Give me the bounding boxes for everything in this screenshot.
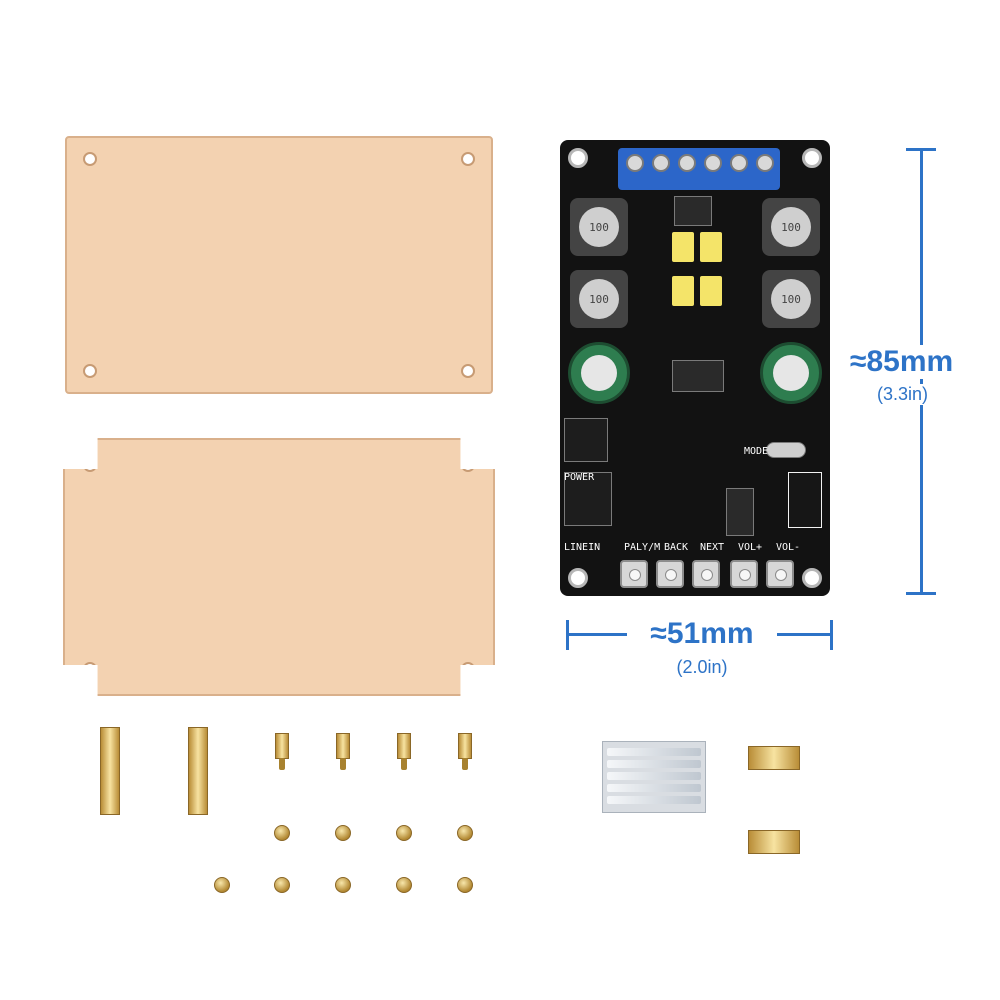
panel-hole — [461, 152, 475, 166]
brass-screw — [457, 877, 473, 893]
panel-hole — [461, 458, 475, 472]
width-dimension-cap-right — [830, 620, 833, 650]
board-mount-hole — [568, 148, 588, 168]
terminal-screw — [730, 154, 748, 172]
panel-hole — [83, 662, 97, 676]
standoff-thread — [401, 758, 407, 770]
terminal-block — [618, 148, 780, 190]
brass-screw — [396, 877, 412, 893]
terminal-screw — [678, 154, 696, 172]
silkscreen-power: POWER — [564, 472, 595, 483]
power-diode — [674, 196, 712, 226]
audio-jack — [564, 472, 612, 526]
next-button[interactable] — [692, 560, 720, 588]
inductor-top-left: 100 — [570, 198, 628, 256]
aluminum-heatsink — [602, 741, 706, 813]
brass-screw — [214, 877, 230, 893]
pcb-antenna — [788, 472, 822, 528]
side-brass-standoff — [748, 746, 800, 770]
height-dimension-sublabel: (3.3in) — [877, 384, 977, 405]
standoff-thread — [462, 758, 468, 770]
panel-hole — [83, 364, 97, 378]
standoff-thread — [340, 758, 346, 770]
film-capacitor — [700, 232, 722, 262]
board-mount-hole — [802, 568, 822, 588]
width-dimension-label: ≈51mm — [627, 617, 777, 651]
terminal-screw — [652, 154, 670, 172]
acrylic-panel-top — [65, 136, 493, 394]
brass-screw — [457, 825, 473, 841]
brass-screw — [335, 825, 351, 841]
width-dimension-sublabel: (2.0in) — [676, 657, 728, 677]
heatsink-fin — [607, 760, 701, 768]
height-dimension-cap-top — [906, 148, 936, 151]
board-mount-hole — [802, 148, 822, 168]
silkscreen-mode: MODE — [744, 446, 769, 457]
long-brass-standoff — [188, 727, 208, 815]
heatsink-fin — [607, 748, 701, 756]
amplifier-board: 100 100 100 100 POWER MODE LINEIN PALY/M… — [560, 140, 830, 596]
brass-screw — [335, 877, 351, 893]
inductor-bottom-left: 100 — [570, 270, 628, 328]
silkscreen-linein: LINEIN — [564, 542, 601, 553]
acrylic-panel-bottom — [63, 438, 495, 696]
inductor-code: 100 — [579, 207, 619, 247]
board-mount-hole — [568, 568, 588, 588]
terminal-screw — [626, 154, 644, 172]
width-dimension-cap-left — [566, 620, 569, 650]
heatsink-fin — [607, 772, 701, 780]
side-brass-standoff — [748, 830, 800, 854]
crystal — [766, 442, 806, 458]
long-brass-standoff — [100, 727, 120, 815]
film-capacitor — [672, 232, 694, 262]
bluetooth-chip — [726, 488, 754, 536]
terminal-screw — [756, 154, 774, 172]
panel-hole — [461, 662, 475, 676]
silkscreen-vol-plus: VOL+ — [738, 542, 763, 553]
inductor-code: 100 — [579, 279, 619, 319]
electrolytic-capacitor-left — [568, 342, 630, 404]
height-dimension-cap-bottom — [906, 592, 936, 595]
panel-hole — [461, 364, 475, 378]
inductor-bottom-right: 100 — [762, 270, 820, 328]
brass-screw — [274, 825, 290, 841]
brass-screw — [274, 877, 290, 893]
dc-jack — [564, 418, 608, 462]
short-brass-standoff — [336, 733, 350, 759]
short-brass-standoff — [458, 733, 472, 759]
brass-screw — [396, 825, 412, 841]
film-capacitor — [700, 276, 722, 306]
standoff-thread — [279, 758, 285, 770]
silkscreen-next: NEXT — [700, 542, 725, 553]
silkscreen-vol-minus: VOL- — [776, 542, 801, 553]
panel-hole — [83, 152, 97, 166]
vol-plus-button[interactable] — [730, 560, 758, 588]
heatsink-fin — [607, 796, 701, 804]
back-button[interactable] — [656, 560, 684, 588]
height-dimension-label: ≈85mm — [850, 345, 1000, 379]
short-brass-standoff — [275, 733, 289, 759]
inductor-code: 100 — [771, 207, 811, 247]
panel-hole — [83, 458, 97, 472]
silkscreen-paly-m: PALY/M — [624, 542, 661, 553]
vol-minus-button[interactable] — [766, 560, 794, 588]
silkscreen-back: BACK — [664, 542, 689, 553]
heatsink-fin — [607, 784, 701, 792]
short-brass-standoff — [397, 733, 411, 759]
film-capacitor — [672, 276, 694, 306]
inductor-code: 100 — [771, 279, 811, 319]
inductor-top-right: 100 — [762, 198, 820, 256]
terminal-screw — [704, 154, 722, 172]
amplifier-chip — [672, 360, 724, 392]
play-button[interactable] — [620, 560, 648, 588]
electrolytic-capacitor-right — [760, 342, 822, 404]
